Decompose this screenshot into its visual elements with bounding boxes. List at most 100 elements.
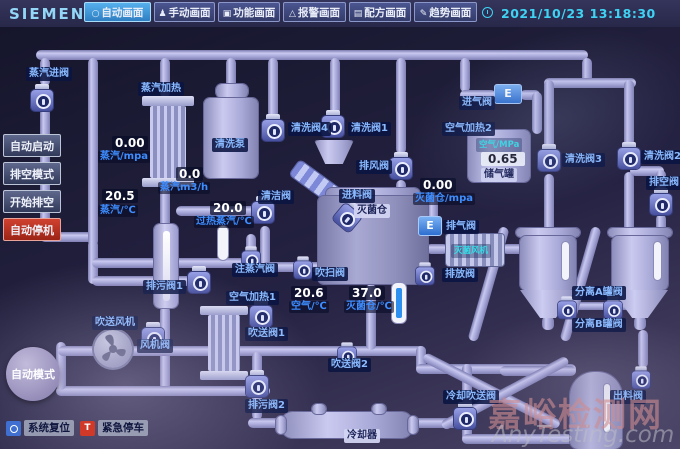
air-heater-1-label: 空气加热1: [226, 291, 279, 305]
wash-valve-4-label: 清洗阀4: [288, 122, 331, 136]
drain-valve-2[interactable]: [246, 370, 268, 397]
fan-valve-label: 风机阀: [137, 339, 173, 353]
clock-icon: [482, 7, 493, 18]
tab-label: 趋势画面: [429, 7, 472, 19]
vent-valve[interactable]: [650, 188, 672, 215]
wash-pump-neck: [216, 84, 248, 98]
pipe: [88, 58, 98, 246]
pipe: [36, 50, 588, 60]
pipe: [552, 302, 636, 310]
feed-valve-label: 进料阀: [339, 189, 375, 203]
steam-temp-unit: 蒸汽/℃: [98, 205, 138, 217]
drain-valve-1-label: 排污阀1: [143, 280, 186, 294]
pipe: [56, 386, 270, 396]
person-icon: ♟: [158, 9, 167, 19]
funnel: [314, 140, 354, 164]
separator-a-rim: [516, 228, 580, 237]
trend-icon: ✎: [419, 9, 428, 19]
separator-a-valve[interactable]: [557, 296, 577, 319]
pipe: [460, 90, 496, 100]
air-heater1-column: [200, 306, 248, 315]
blow-fan-label: 吹送风机: [92, 316, 138, 330]
wash-valve-3[interactable]: [538, 144, 560, 171]
vent-valve-label: 排空阀: [646, 176, 680, 190]
purge-valve[interactable]: [293, 256, 313, 279]
chamber-thermometer: [392, 283, 406, 323]
auto-stop-button[interactable]: 自动停机: [3, 218, 61, 241]
intake-valve[interactable]: E: [494, 84, 522, 104]
outfeed-valve[interactable]: [631, 366, 651, 389]
sterilizer-fan-motor: [446, 234, 504, 266]
pipe: [160, 186, 170, 228]
steam-heater-column: [142, 96, 194, 106]
fan-icon: [102, 334, 126, 361]
discharge-valve-label: 排放阀: [442, 268, 478, 282]
wash-valve-2[interactable]: [618, 142, 640, 169]
pipe: [460, 58, 470, 92]
watermark-text: 嘉峪检测网: [488, 395, 663, 434]
datetime-display: 2021/10/23 13:18:30: [501, 6, 656, 21]
pipe: [542, 316, 554, 330]
tab-recipe-screen[interactable]: ▤配方画面: [349, 2, 411, 22]
separator-b-valve-label: 分离B罐阀: [572, 318, 626, 332]
reset-icon[interactable]: [6, 421, 21, 436]
chamber-pressure-value: 0.00: [420, 178, 456, 192]
tab-auto-screen[interactable]: ○自动画面: [84, 2, 151, 22]
estop-icon[interactable]: T: [80, 421, 95, 436]
steam-temp-value: 20.5: [102, 189, 138, 203]
blow-fan-impeller[interactable]: [94, 330, 132, 368]
exhaust-valve[interactable]: E: [418, 216, 442, 236]
steam-inlet-valve[interactable]: [31, 84, 53, 111]
exhaust-valve-label: 排气阀: [443, 220, 479, 234]
separator-a-valve-label: 分离A罐阀: [572, 286, 626, 300]
pipe: [582, 58, 592, 84]
cooler-nozzle: [372, 404, 386, 414]
tab-alarm-screen[interactable]: △报警画面: [283, 2, 346, 22]
clean-valve-label: 清洁阀: [258, 190, 294, 204]
watermark-url: AnyTesting.com: [492, 422, 675, 448]
start-empty-button[interactable]: 开始排空: [3, 190, 61, 213]
pipe: [330, 58, 340, 114]
pipe: [502, 244, 530, 254]
cooler-flange: [276, 416, 286, 434]
cooler-nozzle: [312, 404, 326, 414]
receiver-gauge: [604, 384, 610, 432]
tab-label: 功能画面: [233, 7, 276, 19]
blow-valve-1-label: 吹送阀1: [245, 327, 288, 341]
cooling-blow-valve[interactable]: [454, 402, 476, 429]
recipe-icon: ▤: [353, 9, 363, 19]
tab-manual-screen[interactable]: ♟手动画面: [154, 2, 215, 22]
tab-label: 报警画面: [297, 7, 340, 19]
pipe: [416, 364, 576, 374]
auto-mode-button[interactable]: 自动模式: [6, 347, 60, 401]
separator-b-valve[interactable]: [603, 296, 623, 319]
pipe: [160, 58, 170, 98]
pipe: [624, 172, 634, 232]
steam-pressure-unit: 蒸汽/mpa: [98, 151, 150, 163]
flow-meter: [154, 224, 178, 308]
air-heater-2-label: 空气加热2: [442, 122, 495, 136]
emergency-stop-button[interactable]: 紧急停车: [98, 420, 148, 436]
tab-label: 手动画面: [168, 7, 211, 19]
pipe: [544, 80, 554, 148]
chamber-temp-unit: 灭菌仓/℃: [344, 301, 394, 313]
auto-start-button[interactable]: 自动启动: [3, 134, 61, 157]
drain-valve-1[interactable]: [188, 266, 210, 293]
air-heater1-column: [208, 315, 240, 371]
empty-mode-button[interactable]: 排空模式: [3, 162, 61, 185]
system-reset-button[interactable]: 系统复位: [24, 420, 74, 436]
pipe: [624, 80, 634, 146]
tab-trend-screen[interactable]: ✎趋势画面: [414, 2, 477, 22]
pipe: [544, 78, 636, 88]
intake-valve-label: 进气阀: [459, 96, 495, 110]
discharge-valve[interactable]: [415, 262, 435, 285]
cooling-blow-valve-label: 冷却吹送阀: [443, 390, 499, 404]
tab-function-screen[interactable]: ▣功能画面: [218, 2, 280, 22]
alarm-icon: △: [289, 9, 296, 19]
cooler-flange: [408, 416, 418, 434]
steam-inlet-valve-label: 蒸汽进阀: [26, 67, 72, 81]
exhaust-fan-valve[interactable]: [390, 152, 412, 179]
wash-valve-4[interactable]: [262, 114, 284, 141]
pipe: [630, 166, 664, 176]
